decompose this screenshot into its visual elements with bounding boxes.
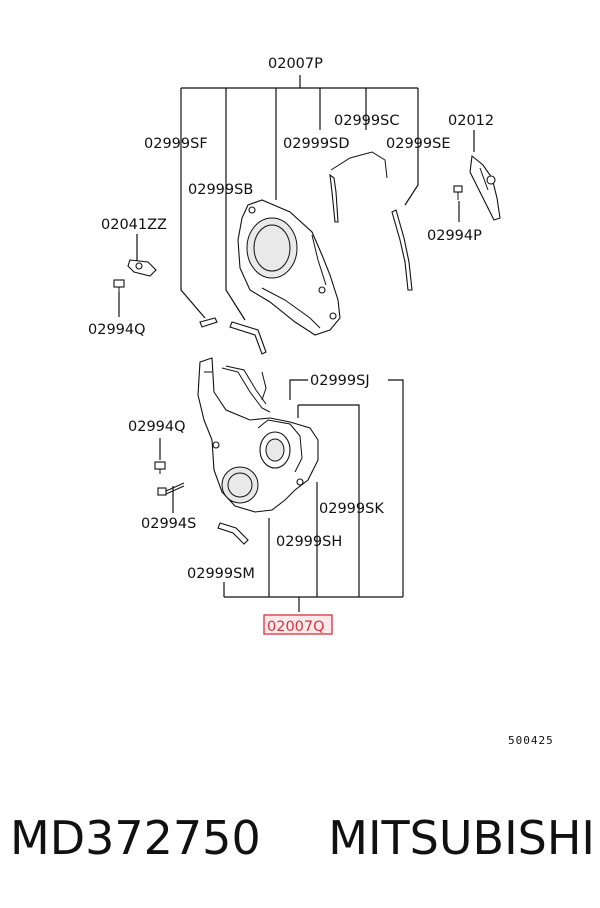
label-02999sj[interactable]: 02999SJ <box>310 373 370 389</box>
caption-bar: MD372750 MITSUBISHI <box>10 808 595 868</box>
label-02994p[interactable]: 02994P <box>427 228 482 244</box>
label-02041zz[interactable]: 02041ZZ <box>101 217 167 233</box>
label-02999sc[interactable]: 02999SC <box>334 113 399 129</box>
bolt-02994p <box>453 185 463 200</box>
label-02999sk[interactable]: 02999SK <box>319 501 384 517</box>
seal-strip-se <box>391 209 413 291</box>
seal-strip-sf <box>199 317 218 328</box>
leader-lines <box>118 75 475 612</box>
callout-labels: 02007P 02999SC 02012 02999SF 02999SD 029… <box>88 56 494 635</box>
label-02999sd[interactable]: 02999SD <box>283 136 350 152</box>
label-02994s[interactable]: 02994S <box>141 516 196 532</box>
lower-timing-cover <box>197 357 319 513</box>
label-02994q-mid[interactable]: 02994Q <box>128 419 186 435</box>
label-02999sb[interactable]: 02999SB <box>188 182 253 198</box>
label-02999sh[interactable]: 02999SH <box>276 534 342 550</box>
label-02007q[interactable]: 02007Q <box>267 619 325 635</box>
label-02994q-top[interactable]: 02994Q <box>88 322 146 338</box>
bolt-02994q-mid <box>154 461 166 474</box>
label-02999sf[interactable]: 02999SF <box>144 136 208 152</box>
bracket-02012 <box>469 154 501 221</box>
label-02999sm[interactable]: 02999SM <box>187 566 255 582</box>
part-number: MD372750 <box>10 811 261 865</box>
reference-code: 500425 <box>508 734 554 747</box>
seal-strip-sd <box>329 151 388 223</box>
bracket-02041zz <box>127 259 157 277</box>
seal-strip-sb <box>229 321 267 355</box>
seal-strip-sm <box>217 522 249 545</box>
label-02999se[interactable]: 02999SE <box>386 136 451 152</box>
label-02012[interactable]: 02012 <box>448 113 494 129</box>
highlight-box-02007q <box>263 614 333 635</box>
bolt-02994q-top <box>113 279 125 294</box>
label-02007p[interactable]: 02007P <box>268 56 323 72</box>
brand-name: MITSUBISHI <box>328 811 595 865</box>
bolt-02994s <box>157 482 185 496</box>
seal-strip-sj <box>221 365 271 413</box>
upper-timing-cover <box>237 199 341 336</box>
